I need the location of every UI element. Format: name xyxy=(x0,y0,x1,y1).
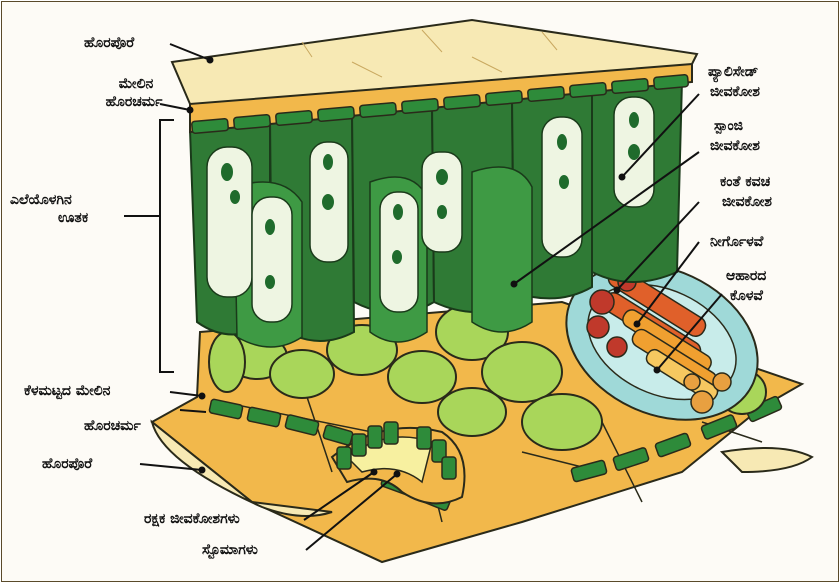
label-cuticle-top: ಹೊರಪೊರೆ xyxy=(84,35,134,52)
label-upper-epidermis-line1: ಮೇಲಿನ xyxy=(88,76,184,93)
label-xylem: ನೀರ್ಗೊಳವೆ xyxy=(710,234,763,251)
label-bundle-sheath-line1: ಕಂತೆ ಕವಚ xyxy=(720,174,770,191)
label-stomata: ಸ್ಟೊಮಾಗಳು xyxy=(202,542,258,559)
label-phloem-line2: ಕೊಳವೆ xyxy=(730,288,763,305)
label-bundle-sheath-line2: ಜೀವಕೋಶ xyxy=(722,194,772,211)
label-mesophyll-line1: ಎಲೆಯೊಳಗಿನ xyxy=(10,192,72,209)
label-palisade-line1: ಪ್ಯಾಲಿಸೇಡ್ xyxy=(708,64,758,81)
label-lower-epidermis-line2: ಹೊರಚರ್ಮ xyxy=(84,418,141,435)
label-guard-cells: ರಕ್ಷಕ ಜೀವಕೋಶಗಳು xyxy=(144,511,240,528)
label-spongy-line2: ಜೀವಕೋಶ xyxy=(710,138,760,155)
label-lower-epidermis-line1: ಕೆಳಮಟ್ಟದ ಮೇಲಿನ xyxy=(24,383,110,400)
label-palisade-line2: ಜೀವಕೋಶ xyxy=(710,84,760,101)
label-phloem-line1: ಆಹಾರದ xyxy=(726,268,766,285)
label-upper-epidermis-line2: ಹೊರಚರ್ಮ xyxy=(84,94,184,111)
label-mesophyll-line2: ಊತಕ xyxy=(58,210,88,227)
label-cuticle-bottom: ಹೊರಪೊರೆ xyxy=(42,456,92,473)
label-spongy-line1: ಸ್ಪಾಂಜಿ xyxy=(714,118,743,135)
